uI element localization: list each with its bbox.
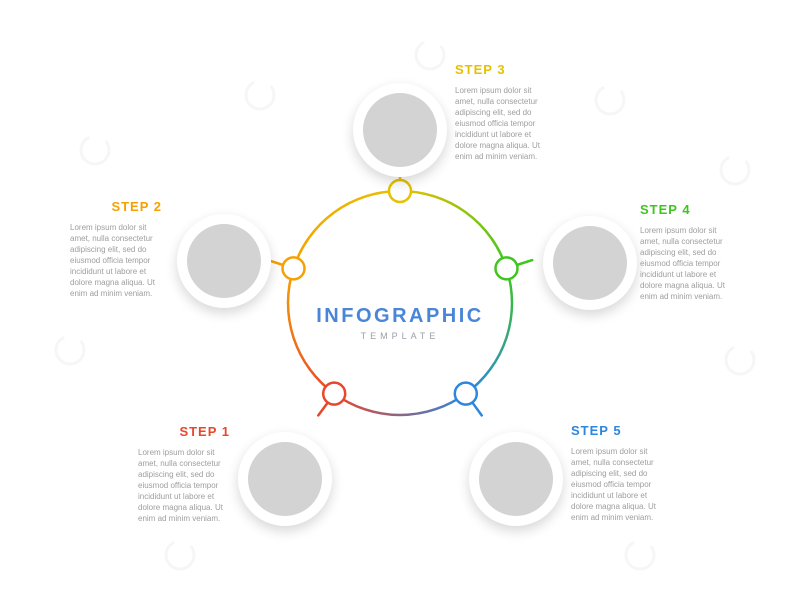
node-step2 (281, 256, 306, 281)
step-heading: STEP 2 (111, 199, 162, 214)
step-block-4: STEP 4 Lorem ipsum dolor sit amet, nulla… (640, 202, 732, 302)
arc-step1-step2 (286, 268, 335, 395)
tick-step1 (317, 402, 329, 417)
arc-step5-step1 (333, 392, 467, 417)
photo-step1 (238, 432, 332, 526)
step-block-2: STEP 2 Lorem ipsum dolor sit amet, nulla… (70, 199, 162, 299)
center-title: INFOGRAPHIC TEMPLATE (316, 305, 484, 341)
step-body-text: Lorem ipsum dolor sit amet, nulla consec… (138, 448, 223, 523)
photo-step5 (469, 432, 563, 526)
infographic-title: INFOGRAPHIC (316, 305, 484, 327)
step-block-1: STEP 1 Lorem ipsum dolor sit amet, nulla… (138, 424, 230, 524)
photo-placeholder (363, 93, 437, 167)
node-step4 (494, 256, 519, 281)
node-step3 (387, 178, 413, 204)
photo-placeholder (479, 442, 553, 516)
node-step5 (453, 381, 479, 406)
infographic-subtitle: TEMPLATE (360, 331, 440, 341)
step-block-3: STEP 3 Lorem ipsum dolor sit amet, nulla… (455, 62, 547, 162)
step-block-5: STEP 5 Lorem ipsum dolor sit amet, nulla… (571, 423, 663, 523)
photo-step3 (353, 83, 447, 177)
photo-step4 (543, 216, 637, 310)
step-body-text: Lorem ipsum dolor sit amet, nulla consec… (455, 86, 540, 161)
photo-placeholder (553, 226, 627, 300)
photo-placeholder (187, 224, 261, 298)
step-body-text: Lorem ipsum dolor sit amet, nulla consec… (571, 447, 656, 522)
step-heading: STEP 1 (179, 424, 230, 439)
step-heading: STEP 4 (640, 202, 691, 217)
photo-step2 (177, 214, 271, 308)
step-heading: STEP 5 (571, 423, 622, 438)
step-body-text: Lorem ipsum dolor sit amet, nulla consec… (640, 226, 725, 301)
arc-step3-step4 (399, 189, 508, 269)
step-body-text: Lorem ipsum dolor sit amet, nulla consec… (70, 223, 155, 298)
tick-step5 (471, 402, 483, 417)
arc-step2-step3 (292, 189, 401, 269)
tick-step4 (517, 258, 534, 266)
node-step1 (321, 381, 347, 406)
photo-placeholder (248, 442, 322, 516)
arc-step4-step5 (465, 268, 514, 395)
step-heading: STEP 3 (455, 62, 506, 77)
